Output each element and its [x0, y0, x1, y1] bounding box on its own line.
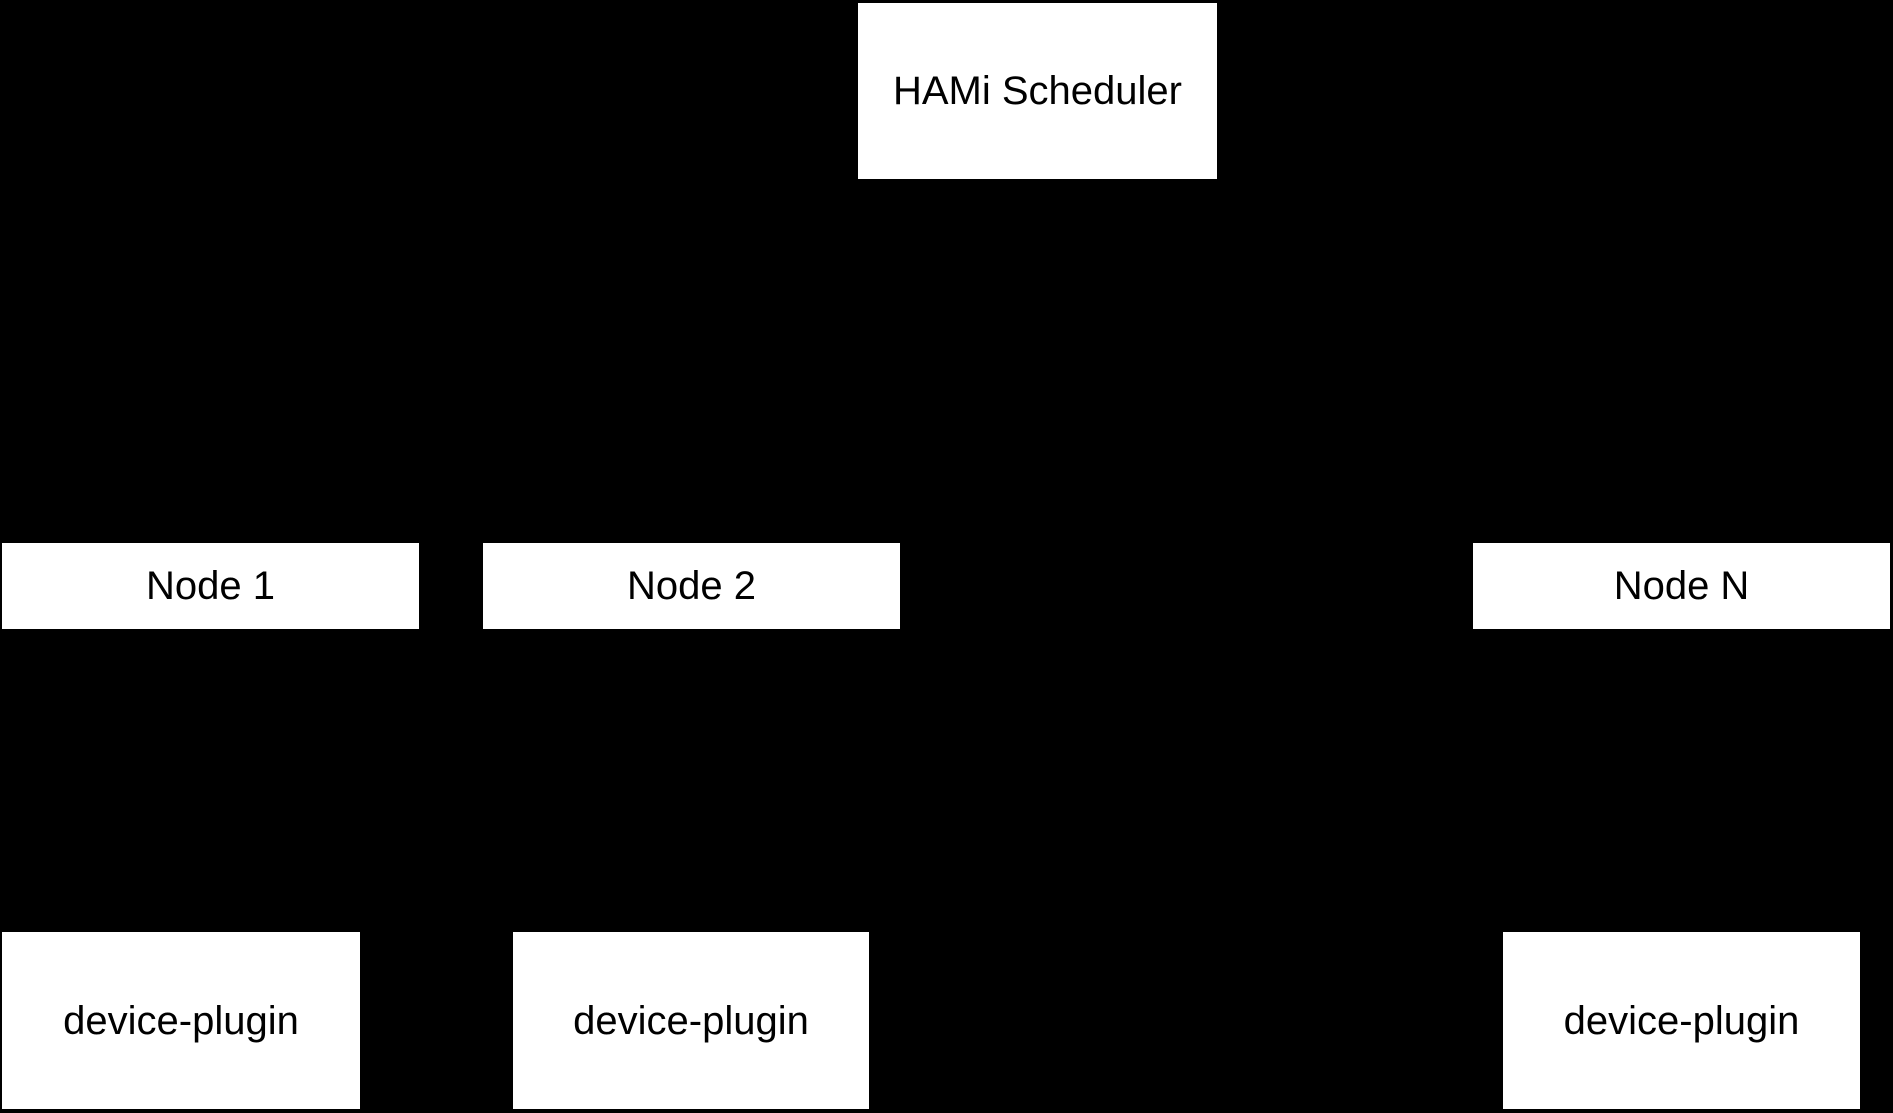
- node-1-label: Node 1: [146, 564, 275, 608]
- hami-scheduler-box: HAMi Scheduler: [858, 3, 1217, 179]
- device-plugin-box-node-2: device-plugin: [513, 932, 869, 1109]
- node-2-box: Node 2: [483, 543, 900, 629]
- device-plugin-label-node-2: device-plugin: [573, 998, 809, 1043]
- device-plugin-label-node-n: device-plugin: [1563, 998, 1800, 1043]
- hami-scheduler-label: HAMi Scheduler: [892, 69, 1182, 113]
- node-1-box: Node 1: [2, 543, 419, 629]
- device-plugin-box-node-n: device-plugin: [1503, 932, 1860, 1109]
- node-n-box: Node N: [1473, 543, 1890, 629]
- device-plugin-box-node-1: device-plugin: [2, 932, 360, 1109]
- node-2-label: Node 2: [627, 564, 756, 608]
- device-plugin-label-node-1: device-plugin: [63, 998, 299, 1043]
- node-n-label: Node N: [1613, 564, 1750, 608]
